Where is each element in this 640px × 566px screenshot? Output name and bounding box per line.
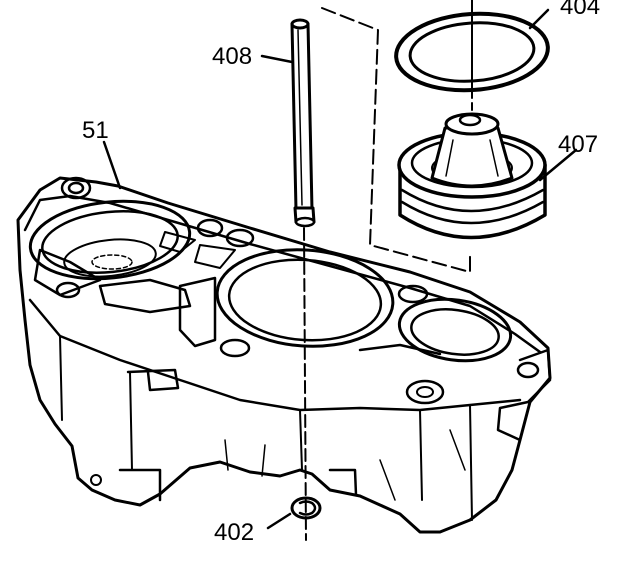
pin-part bbox=[290, 18, 316, 228]
seal-ring-part bbox=[394, 0, 550, 93]
callout-408: 408 bbox=[212, 43, 252, 70]
piston-part bbox=[397, 112, 547, 240]
pin-axis-line bbox=[303, 227, 307, 541]
leader-lines bbox=[102, 8, 578, 530]
deck-passages bbox=[33, 231, 236, 348]
bolt-holes bbox=[55, 176, 540, 405]
housing-body bbox=[16, 176, 552, 534]
right-bore bbox=[358, 297, 513, 363]
clip-part bbox=[290, 496, 322, 520]
callout-404: 404 bbox=[560, 0, 600, 20]
center-bore bbox=[215, 248, 395, 348]
callout-402: 402 bbox=[214, 519, 254, 546]
callout-51: 51 bbox=[82, 117, 109, 144]
callout-407: 407 bbox=[558, 131, 598, 158]
assembly-bracket-line bbox=[321, 7, 471, 273]
